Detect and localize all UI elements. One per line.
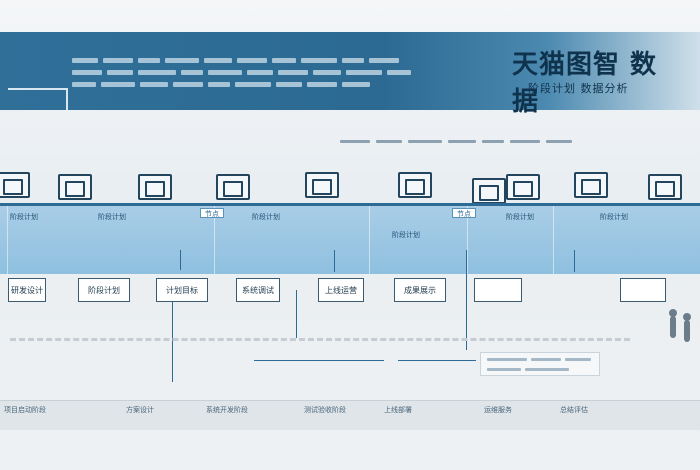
connector-line <box>466 250 467 350</box>
connector-line <box>296 290 297 338</box>
milestone-tag: 节点 <box>452 208 476 218</box>
clipboard-icon <box>398 172 432 198</box>
stage-label-box: 成果展示 <box>394 278 446 302</box>
stage-label-box: 阶段计划 <box>78 278 130 302</box>
banner-frame-decoration <box>8 88 68 110</box>
laptop-icon <box>472 178 506 204</box>
stage-label-box <box>620 278 666 302</box>
book-icon <box>574 172 608 198</box>
chart-icon <box>216 174 250 200</box>
subheading-line <box>340 140 572 143</box>
band-label: 阶段计划 <box>600 213 628 221</box>
connector-line <box>574 250 575 272</box>
info-panel <box>480 352 600 376</box>
timeline-band <box>0 206 700 274</box>
milestone-tag: 节点 <box>200 208 224 218</box>
banner-text-line-1 <box>72 56 399 65</box>
stage-label-box: 系统调试 <box>236 278 280 302</box>
timeline-rail <box>0 203 700 206</box>
person-figure <box>683 313 691 342</box>
band-column <box>468 206 554 274</box>
folder-icon <box>138 174 172 200</box>
stage-label-box: 上线运营 <box>318 278 364 302</box>
connector-line <box>180 250 181 270</box>
banner-text-line-3 <box>72 80 370 89</box>
file-icon <box>305 172 339 198</box>
gear-icon <box>506 174 540 200</box>
brand-title: 天猫图智 数据 <box>512 50 658 117</box>
document-icon <box>0 172 30 198</box>
band-label: 阶段计划 <box>392 231 420 239</box>
band-label: 阶段计划 <box>506 213 534 221</box>
dashed-divider <box>10 338 630 341</box>
person-figure <box>669 309 677 338</box>
footer-cell: 上线部署 <box>384 406 412 414</box>
footer-row <box>0 400 700 430</box>
band-label: 阶段计划 <box>252 213 280 221</box>
stage-label-box: 研发设计 <box>8 278 46 302</box>
connector-line <box>334 250 335 272</box>
footer-cell: 项目启动阶段 <box>4 406 46 414</box>
band-label: 阶段计划 <box>10 213 38 221</box>
footer-cell: 测试验收阶段 <box>304 406 346 414</box>
connector-arrow <box>398 360 476 361</box>
stage-icon-row <box>0 172 700 204</box>
stage-label-box: 计划目标 <box>156 278 208 302</box>
stage-label-box <box>474 278 522 302</box>
brand-subtitle: 阶段计划 数据分析 <box>528 82 629 95</box>
footer-cell: 系统开发阶段 <box>206 406 248 414</box>
footer-cell: 方案设计 <box>126 406 154 414</box>
band-column <box>215 206 370 274</box>
band-column <box>370 206 468 274</box>
connector-line <box>172 302 173 382</box>
report-icon <box>648 174 682 200</box>
connector-arrow <box>254 360 384 361</box>
band-column <box>0 206 8 274</box>
footer-cell: 总结评估 <box>560 406 588 414</box>
monitor-icon <box>58 174 92 200</box>
band-label: 阶段计划 <box>98 213 126 221</box>
footer-cell: 运维服务 <box>484 406 512 414</box>
banner-text-line-2 <box>72 68 411 77</box>
band-column <box>8 206 215 274</box>
